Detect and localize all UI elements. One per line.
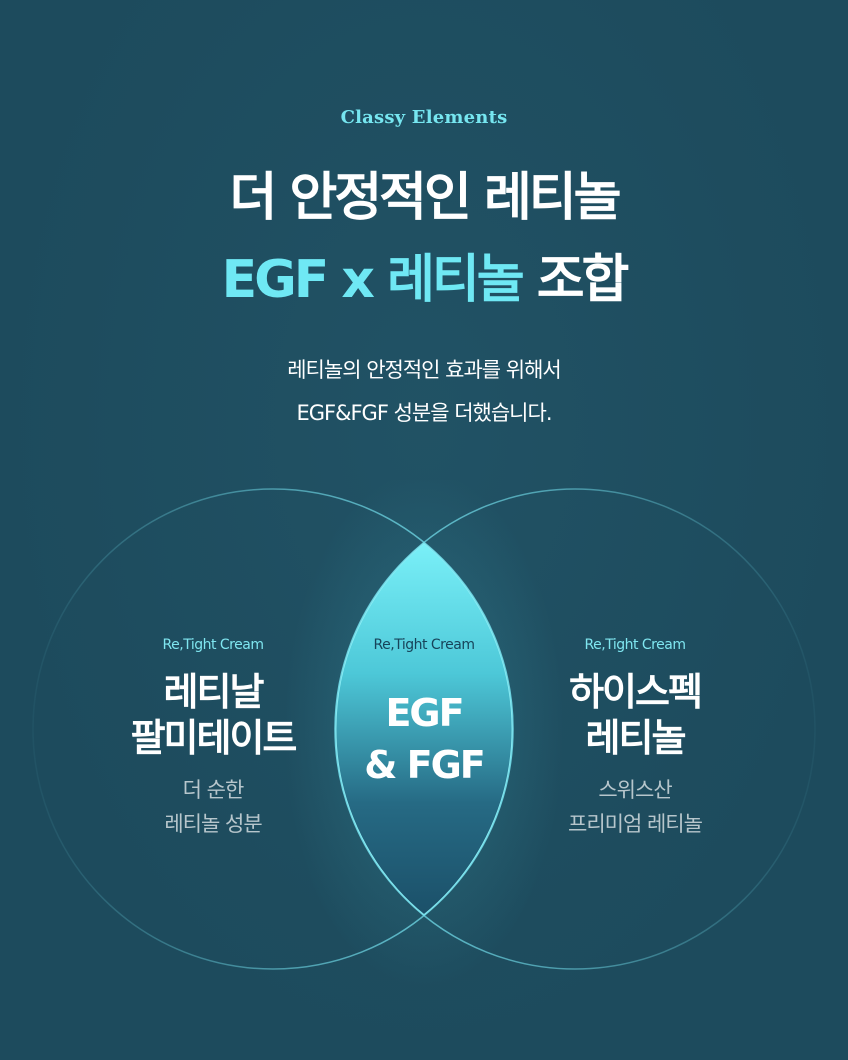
right-name-line2: 레티놀 (585, 716, 687, 760)
center-panel: Re,Tight Cream EGF & FGF (344, 637, 504, 791)
left-panel: Re,Tight Cream 레티날 팔미테이트 더 순한 레티놀 성분 (83, 637, 343, 841)
venn-left-circle (32, 488, 514, 970)
headline-accent: EGF x 레티놀 (221, 250, 525, 310)
left-name-line1: 레티날 (163, 670, 265, 714)
center-name-line1: EGF (385, 691, 464, 735)
eyebrow-title: Classy Elements (340, 107, 508, 128)
right-note: 스위스산 프리미엄 레티놀 (505, 773, 765, 841)
headline-rest: 조합 (521, 250, 630, 310)
left-note: 더 순한 레티놀 성분 (83, 773, 343, 841)
left-note-line1: 더 순한 (182, 778, 245, 802)
center-name-line2: & FGF (364, 743, 485, 787)
center-name: EGF & FGF (344, 687, 504, 791)
left-name: 레티날 팔미테이트 (83, 669, 343, 761)
left-note-line2: 레티놀 성분 (164, 812, 262, 836)
description-line2: EGF&FGF 성분을 더했습니다. (296, 401, 552, 425)
left-name-line2: 팔미테이트 (130, 716, 298, 760)
right-name: 하이스펙 레티놀 (505, 669, 765, 761)
headline-line1: 더 안정적인 레티놀 (229, 168, 622, 228)
right-note-line2: 프리미엄 레티놀 (568, 812, 703, 836)
center-tag: Re,Tight Cream (373, 637, 475, 653)
right-panel: Re,Tight Cream 하이스펙 레티놀 스위스산 프리미엄 레티놀 (505, 637, 765, 841)
venn-diagram (32, 480, 816, 990)
right-note-line1: 스위스산 (598, 778, 672, 802)
left-tag: Re,Tight Cream (162, 637, 264, 653)
right-tag: Re,Tight Cream (584, 637, 686, 653)
headline-line2: EGF x 레티놀 조합 (0, 248, 848, 312)
description-line1: 레티놀의 안정적인 효과를 위해서 (287, 358, 562, 382)
right-name-line1: 하이스펙 (569, 670, 703, 714)
venn-right-circle (334, 488, 816, 970)
